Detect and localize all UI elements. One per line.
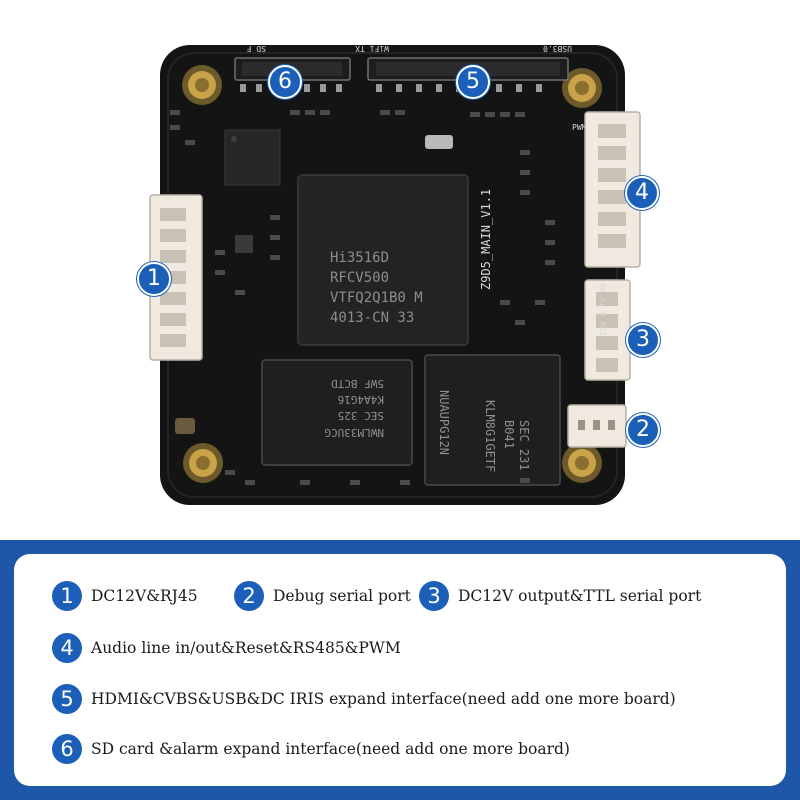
- soc-marking-3: VTFQ2Q1B0 M: [330, 290, 423, 306]
- ram-marking-1: NWLM33UCG: [324, 426, 384, 439]
- mounting-hole-top-left: [182, 65, 222, 105]
- marker-1: 1: [137, 262, 171, 296]
- legend-card: 1 DC12V&RJ45 2 Debug serial port 3 DC12V…: [14, 554, 786, 786]
- marker-3: 3: [626, 323, 660, 357]
- silk-sd-label: SD F: [247, 44, 266, 53]
- silk-pwm-label: PWM: [572, 123, 587, 132]
- legend-item-2: 2 Debug serial port: [234, 581, 411, 611]
- marker-2: 2: [626, 413, 660, 447]
- legend-panel: 1 DC12V&RJ45 2 Debug serial port 3 DC12V…: [0, 540, 800, 800]
- legend-text-5: HDMI&CVBS&USB&DC IRIS expand interface(n…: [91, 690, 676, 708]
- emmc-chip: [424, 354, 561, 486]
- mounting-hole-top-right: [562, 68, 602, 108]
- mounting-hole-bottom-left: [183, 443, 223, 483]
- ram-marking-4: 5WF BCTD: [331, 377, 384, 390]
- product-photo: SD F WiFi_TX USB3.0 PWM 12V G TX RX: [137, 44, 660, 505]
- legend-item-1: 1 DC12V&RJ45: [52, 581, 198, 611]
- ram-marking-2: SEC 325: [338, 409, 384, 422]
- silk-board-name: Z9D5_MAIN_V1.1: [479, 189, 493, 290]
- legend-item-3: 3 DC12V output&TTL serial port: [419, 581, 701, 611]
- marker-4: 4: [625, 176, 659, 210]
- legend-number-4: 4: [52, 633, 82, 663]
- marker-6: 6: [268, 65, 302, 99]
- silk-usb-label: USB3.0: [543, 44, 572, 53]
- marker-5: 5: [456, 65, 490, 99]
- legend-number-6: 6: [52, 734, 82, 764]
- legend-text-1: DC12V&RJ45: [91, 587, 198, 605]
- emmc-marking-4: NUAUPG12N: [437, 390, 451, 455]
- camera-board-image: SD F WiFi_TX USB3.0 PWM 12V G TX RX: [149, 44, 641, 505]
- emmc-marking-1: SEC 231: [517, 420, 531, 471]
- crystal: [425, 135, 453, 149]
- mounting-hole-bottom-right: [562, 443, 602, 483]
- legend-item-4: 4 Audio line in/out&Reset&RS485&PWM: [52, 633, 401, 663]
- legend-text-4: Audio line in/out&Reset&RS485&PWM: [91, 639, 401, 657]
- legend-number-3: 3: [419, 581, 449, 611]
- emmc-marking-3: KLM8G1GETF: [483, 400, 497, 472]
- legend-text-3: DC12V output&TTL serial port: [458, 587, 702, 605]
- legend-number-5: 5: [52, 684, 82, 714]
- soc-marking-2: RFCV500: [330, 270, 389, 286]
- silk-wifi-label: WiFi_TX: [355, 44, 389, 53]
- legend-text-2: Debug serial port: [273, 587, 411, 605]
- ram-marking-3: K4A4G16: [338, 393, 384, 406]
- legend-number-1: 1: [52, 581, 82, 611]
- emmc-marking-2: B041: [502, 420, 516, 449]
- legend-number-2: 2: [234, 581, 264, 611]
- soc-marking-4: 4013-CN 33: [330, 310, 414, 326]
- legend-text-6: SD card &alarm expand interface(need add…: [91, 740, 570, 758]
- ram-chip: [261, 359, 413, 466]
- legend-item-5: 5 HDMI&CVBS&USB&DC IRIS expand interface…: [52, 684, 676, 714]
- soc-chip: [297, 174, 469, 346]
- legend-item-6: 6 SD card &alarm expand interface(need a…: [52, 734, 570, 764]
- soc-marking-1: Hi3516D: [330, 250, 389, 266]
- silk-port-label: 12V G TX RX: [599, 283, 608, 336]
